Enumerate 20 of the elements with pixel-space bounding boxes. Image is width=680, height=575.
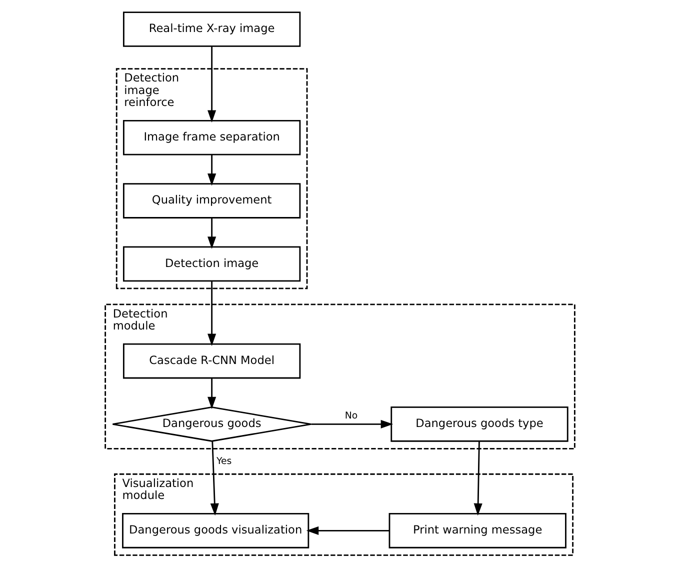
node-box: Detection image [122, 246, 301, 282]
node-box: Image frame separation [122, 120, 301, 156]
node-box: Real-time X-ray image [122, 12, 301, 47]
arrow [311, 420, 394, 428]
node-box: Cascade R-CNN Model [122, 343, 301, 379]
arrow [474, 441, 482, 516]
arrow [208, 378, 216, 410]
node-diamond: Dangerous goods [112, 406, 312, 442]
arrow [208, 46, 216, 123]
node-box: Print warning message [388, 513, 566, 548]
arrow [208, 281, 216, 346]
edge-label: Yes [216, 456, 232, 467]
arrow [208, 218, 216, 249]
arrow [208, 154, 216, 186]
node-box: Quality improvement [122, 183, 301, 218]
edge-label: No [344, 410, 358, 422]
node-box: Dangerous goods type [390, 406, 568, 442]
node-box: Dangerous goods visualization [122, 513, 310, 548]
arrow [306, 526, 390, 535]
arrow [210, 441, 219, 516]
